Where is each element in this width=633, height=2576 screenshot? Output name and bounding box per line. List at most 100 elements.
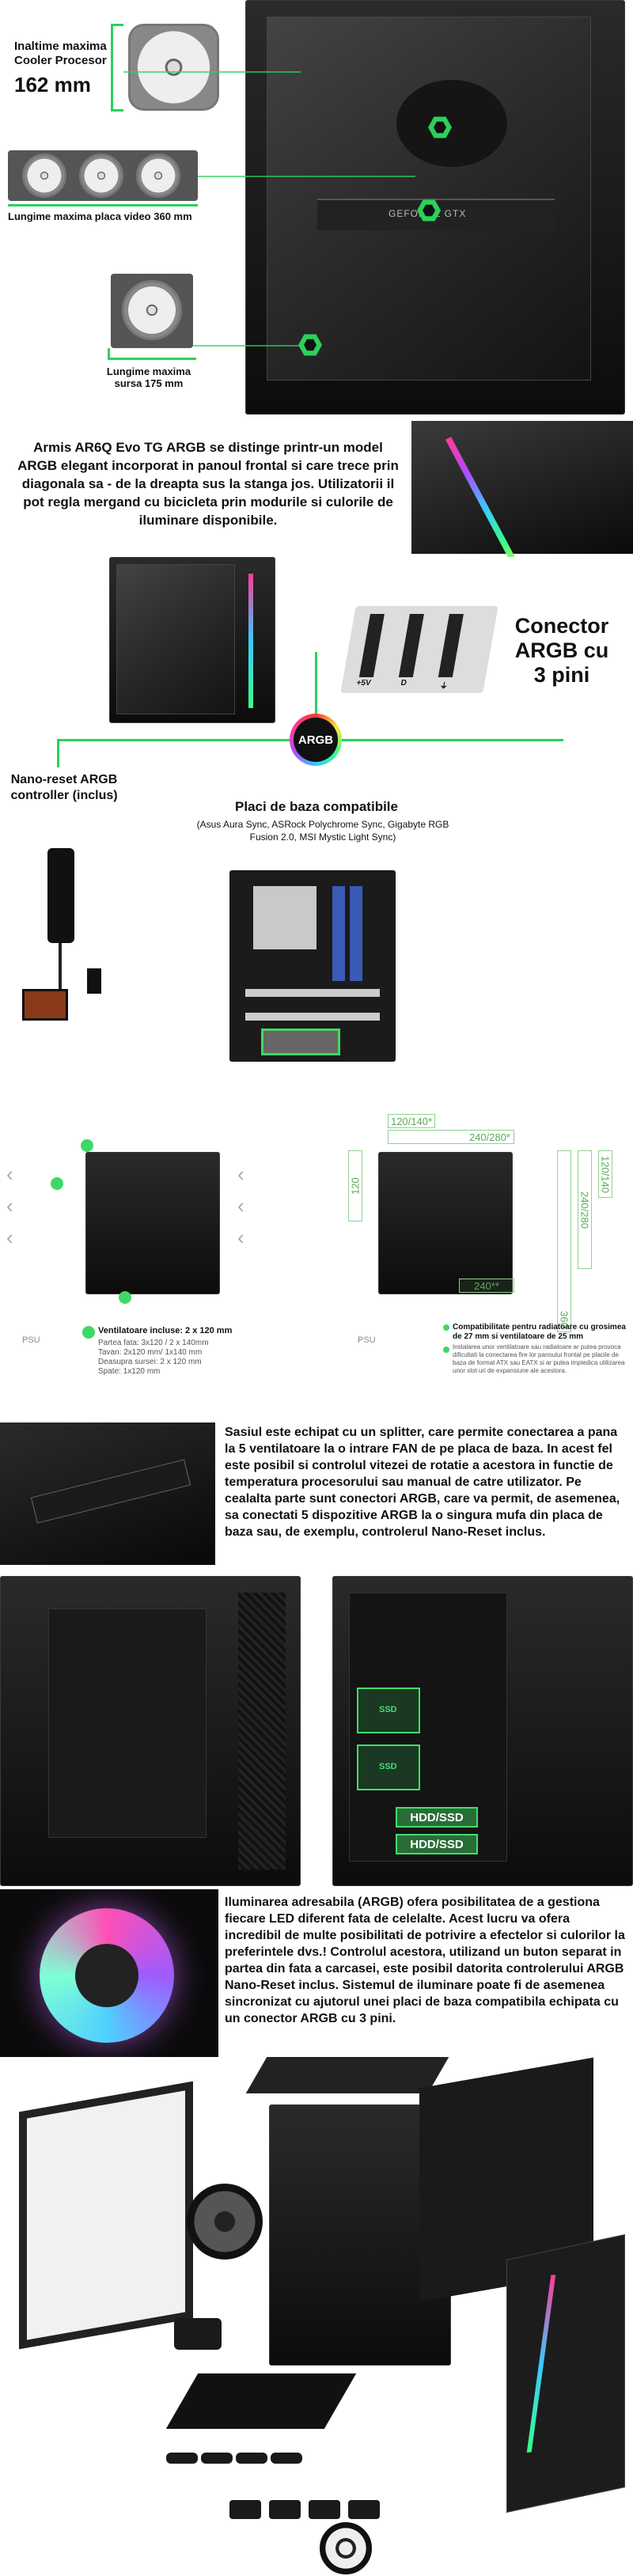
nano-reset-controller-image bbox=[47, 848, 74, 943]
psu-bracket-line bbox=[108, 358, 196, 360]
feet-part bbox=[229, 2500, 261, 2519]
gpu-bracket bbox=[8, 204, 198, 206]
section-splitter: Sasiul este echipat cu un splitter, care… bbox=[0, 1416, 633, 1573]
pin-label: D bbox=[400, 679, 407, 688]
case-side-view: GEFORCE GTX bbox=[245, 0, 625, 415]
ram-slot bbox=[350, 886, 362, 981]
pin-label: +5V bbox=[355, 679, 372, 688]
ssd-mount-highlight: SSD bbox=[357, 1688, 420, 1733]
nano-reset-label: Nano-reset ARGB controller (inclus) bbox=[10, 773, 118, 802]
case-front-view bbox=[109, 557, 275, 723]
connector-line bbox=[123, 71, 301, 73]
fans-included-dot bbox=[82, 1326, 95, 1339]
dim-top-240-280: 240/280* bbox=[388, 1130, 514, 1144]
connector-line bbox=[193, 345, 301, 347]
hdd-ssd-badge: HDD/SSD bbox=[396, 1807, 478, 1828]
accessory-part bbox=[271, 2453, 302, 2464]
section-argb-fan: Iluminarea adresabila (ARGB) ofera posib… bbox=[0, 1889, 633, 2057]
splitter-pcb bbox=[30, 1459, 191, 1524]
section-exploded-view bbox=[0, 2057, 633, 2576]
case-argb-strip bbox=[248, 574, 253, 708]
fan-position-dot bbox=[119, 1291, 131, 1304]
argb-fan-image bbox=[0, 1889, 218, 2057]
argb-badge: ARGB bbox=[290, 714, 342, 766]
feet-part bbox=[269, 2500, 301, 2519]
radiator-note-dot bbox=[443, 1347, 449, 1353]
front-argb-strip bbox=[526, 2275, 556, 2453]
psu-marker-icon bbox=[298, 334, 322, 356]
pin-label: ⏚ bbox=[438, 682, 449, 691]
dim-front-360: 360 bbox=[557, 1150, 571, 1332]
cooler-bracket-bottom bbox=[111, 109, 123, 112]
case-fan-layout bbox=[85, 1152, 220, 1294]
vrm-heatsink bbox=[253, 886, 316, 949]
psu-left-label: PSU bbox=[22, 1335, 40, 1345]
ssd-label: SSD bbox=[379, 1762, 397, 1771]
case-radiator-layout bbox=[378, 1152, 513, 1294]
dim-front-240-280: 240/280 bbox=[578, 1150, 592, 1269]
fan-position-dot bbox=[81, 1139, 93, 1152]
sata-plug bbox=[22, 989, 68, 1021]
top-dust-filter bbox=[245, 2057, 449, 2093]
pcie-slot bbox=[245, 989, 380, 997]
psu-icon bbox=[111, 274, 193, 348]
splitter-hub-image bbox=[0, 1422, 215, 1565]
accessory-part bbox=[236, 2453, 267, 2464]
psu-fan-icon bbox=[122, 280, 182, 340]
psu-bracket bbox=[108, 348, 110, 359]
cpu-cooler bbox=[396, 80, 507, 167]
connector-line bbox=[198, 176, 415, 177]
dim-front-120: 120 bbox=[348, 1150, 362, 1222]
motherboard-image bbox=[229, 870, 396, 1062]
dim-top-120-140: 120/140* bbox=[388, 1114, 435, 1128]
radiator-note-dot bbox=[443, 1324, 449, 1331]
dim-front-120-140: 120/140 bbox=[598, 1150, 612, 1198]
cooler-icon bbox=[128, 24, 219, 111]
cooler-value: 162 mm bbox=[14, 73, 91, 97]
front-panel bbox=[506, 2234, 625, 2513]
gpu-marker-icon bbox=[417, 199, 441, 222]
accessory-part bbox=[174, 2318, 222, 2350]
connector-pin bbox=[398, 614, 424, 677]
mb-subtitle: (Asus Aura Sync, ASRock Polychrome Sync,… bbox=[196, 819, 449, 843]
psu-right-label: PSU bbox=[358, 1335, 376, 1345]
connector-pin bbox=[438, 614, 464, 677]
cooler-bracket bbox=[111, 24, 113, 111]
front-panel-closeup bbox=[411, 421, 633, 557]
ram-slot bbox=[332, 886, 345, 981]
accessory-part bbox=[166, 2453, 198, 2464]
gpu-fan-icon bbox=[22, 153, 66, 198]
cooler-label: Inaltime maxima Cooler Procesor bbox=[14, 40, 107, 67]
dim-bottom-240: 240** bbox=[459, 1279, 514, 1293]
case-glass bbox=[116, 564, 235, 714]
front-mesh bbox=[238, 1593, 286, 1869]
fan-arrows-left: ‹‹‹ bbox=[6, 1162, 13, 1249]
gpu-label: Lungime maxima placa video 360 mm bbox=[8, 210, 192, 222]
front-argb-description: Armis AR6Q Evo TG ARGB se distinge print… bbox=[17, 440, 399, 528]
argb-fan-hub bbox=[75, 1944, 138, 2007]
controller-cable bbox=[59, 943, 62, 991]
gpu-fan-icon bbox=[79, 153, 123, 198]
psu-label: Lungime maxima sursa 175 mm bbox=[106, 366, 191, 389]
fan-arrows-right: ‹‹‹ bbox=[237, 1162, 244, 1249]
rear-fan-icon bbox=[187, 2184, 263, 2260]
ssd-mount-highlight: SSD bbox=[357, 1744, 420, 1790]
connector-pin bbox=[358, 614, 385, 677]
section-front-argb: Armis AR6Q Evo TG ARGB se distinge print… bbox=[0, 421, 633, 557]
fans-included-label: Ventilatoare incluse: 2 x 120 mm bbox=[98, 1326, 233, 1335]
motherboard-tray bbox=[48, 1608, 207, 1838]
argb-badge-label: ARGB bbox=[294, 718, 338, 762]
front-fan-icon bbox=[320, 2522, 372, 2574]
gpu-fan-icon bbox=[136, 153, 180, 198]
psu-shroud-filter bbox=[165, 2373, 357, 2429]
radiator-note: Compatibilitate pentru radiatoare cu gro… bbox=[453, 1323, 626, 1341]
fan-specs: Partea fata: 3x120 / 2 x 140mm Tavan: 2x… bbox=[98, 1339, 209, 1376]
gpu-icon bbox=[8, 150, 198, 201]
pcie-slot bbox=[245, 1013, 380, 1021]
green-branch-left bbox=[57, 739, 59, 767]
accessory-part bbox=[201, 2453, 233, 2464]
fan-plug bbox=[87, 968, 101, 994]
cooler-marker-icon bbox=[428, 116, 452, 138]
feet-part bbox=[309, 2500, 340, 2519]
argb-strip bbox=[445, 437, 525, 557]
